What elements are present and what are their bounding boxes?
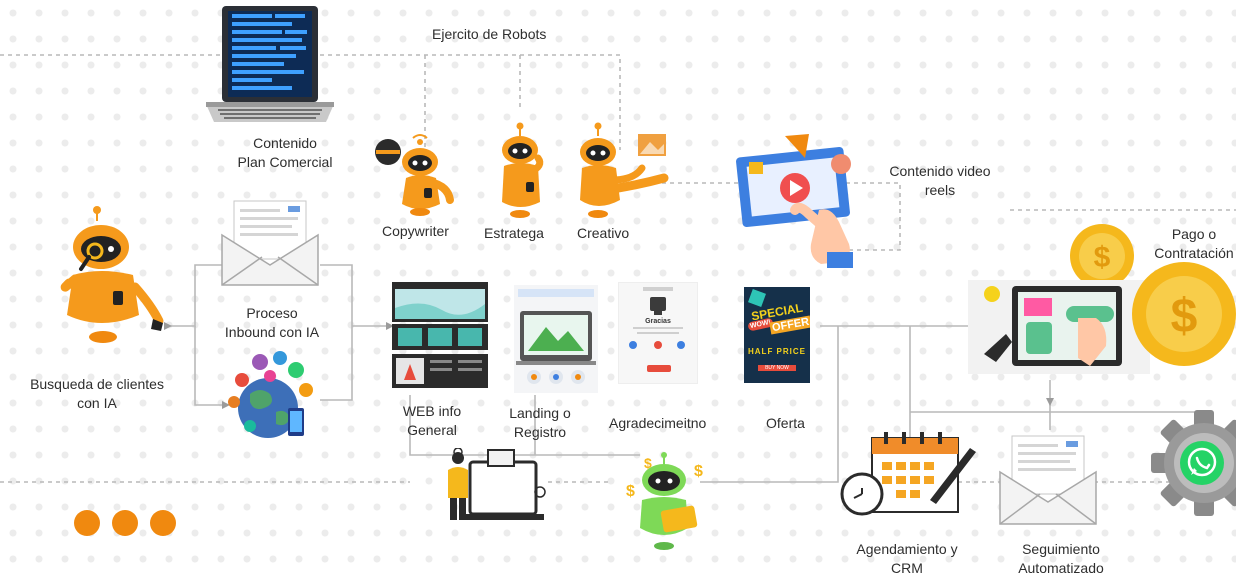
payment-label-line2: Contratación	[1154, 245, 1234, 261]
gear-icon	[1151, 410, 1236, 516]
website-label-line2: General	[407, 422, 457, 438]
payment-label-line1: Pago o	[1171, 226, 1217, 242]
payment-label: Pago o Contratación	[1146, 225, 1236, 263]
svg-text:$: $	[644, 455, 652, 471]
creative-robot-icon	[580, 122, 669, 218]
landing-page-icon	[514, 285, 598, 393]
orange-dots	[74, 510, 176, 536]
offer-line3: HALF PRICE	[748, 347, 806, 356]
inbound-process-label-line2: Inbound con IA	[224, 324, 320, 340]
inbound-process-label-line1: Proceso	[246, 305, 298, 321]
thank-you-page-graphic	[629, 287, 685, 372]
svg-text:$: $	[626, 483, 635, 500]
calendar-icon	[840, 432, 976, 516]
svg-text:$: $	[1171, 290, 1198, 343]
content-plan-label-line2: Plan Comercial	[237, 154, 333, 170]
money-robot-icon: $ $ $	[626, 452, 703, 550]
special-offer-poster: SPECIAL WOW! OFFER HALF PRICE BUY NOW	[744, 287, 810, 383]
lead-search-robot-icon	[60, 206, 164, 343]
offer-decoration	[748, 289, 766, 307]
content-plan-label: Contenido Plan Comercial	[220, 134, 350, 172]
video-content-label: Contenido video reels	[880, 162, 1000, 200]
scheduling-label-line1: Agendamiento y	[856, 541, 958, 557]
laptop-code-icon	[206, 6, 334, 122]
payment-illustration: $ $	[968, 224, 1236, 374]
scheduling-label-line2: CRM	[891, 560, 923, 576]
web-pages-icon	[392, 282, 488, 388]
army-of-robots-title: Ejercito de Robots	[432, 26, 547, 42]
strategist-robot-icon	[502, 122, 544, 218]
svg-text:$: $	[694, 463, 703, 480]
strategist-label: Estratega	[484, 225, 544, 241]
offer-button: BUY NOW	[758, 365, 796, 371]
thank-you-title: Gracias	[645, 318, 671, 325]
lead-search-label-line1: Busqueda de clientes	[30, 376, 164, 392]
lead-search-label: Busqueda de clientes con IA	[22, 375, 172, 413]
social-globe-icon	[228, 351, 313, 438]
copywriter-robot-icon	[375, 134, 454, 216]
video-content-label-line1: Contenido video	[889, 163, 991, 179]
copywriter-label: Copywriter	[382, 223, 449, 239]
follow-up-label-line2: Automatizado	[1018, 560, 1104, 576]
video-content-label-line2: reels	[924, 182, 956, 198]
thank-you-page-card: Gracias	[618, 282, 698, 384]
landing-label-line1: Landing o	[509, 405, 571, 421]
follow-up-envelope-icon	[999, 435, 1097, 525]
envelope-icon	[221, 200, 319, 286]
scheduling-label: Agendamiento y CRM	[852, 540, 962, 578]
follow-up-label: Seguimiento Automatizado	[1006, 540, 1116, 578]
follow-up-label-line1: Seguimiento	[1022, 541, 1100, 557]
landing-label: Landing o Registro	[500, 404, 580, 442]
content-plan-label-line1: Contenido	[253, 135, 317, 151]
svg-text:$: $	[1094, 241, 1111, 274]
whatsapp-icon	[1180, 441, 1224, 485]
website-label-line1: WEB info	[402, 403, 462, 419]
landing-label-line2: Registro	[513, 424, 567, 440]
thank-you-label: Agradecimeitno	[609, 415, 707, 431]
video-reels-icon	[736, 134, 853, 268]
website-label: WEB info General	[392, 402, 472, 440]
lead-search-label-line2: con IA	[77, 395, 117, 411]
creative-label: Creativo	[577, 225, 630, 241]
presenter-laptop-icon	[448, 448, 546, 520]
offer-label: Oferta	[766, 415, 805, 431]
inbound-process-label: Proceso Inbound con IA	[212, 304, 332, 342]
